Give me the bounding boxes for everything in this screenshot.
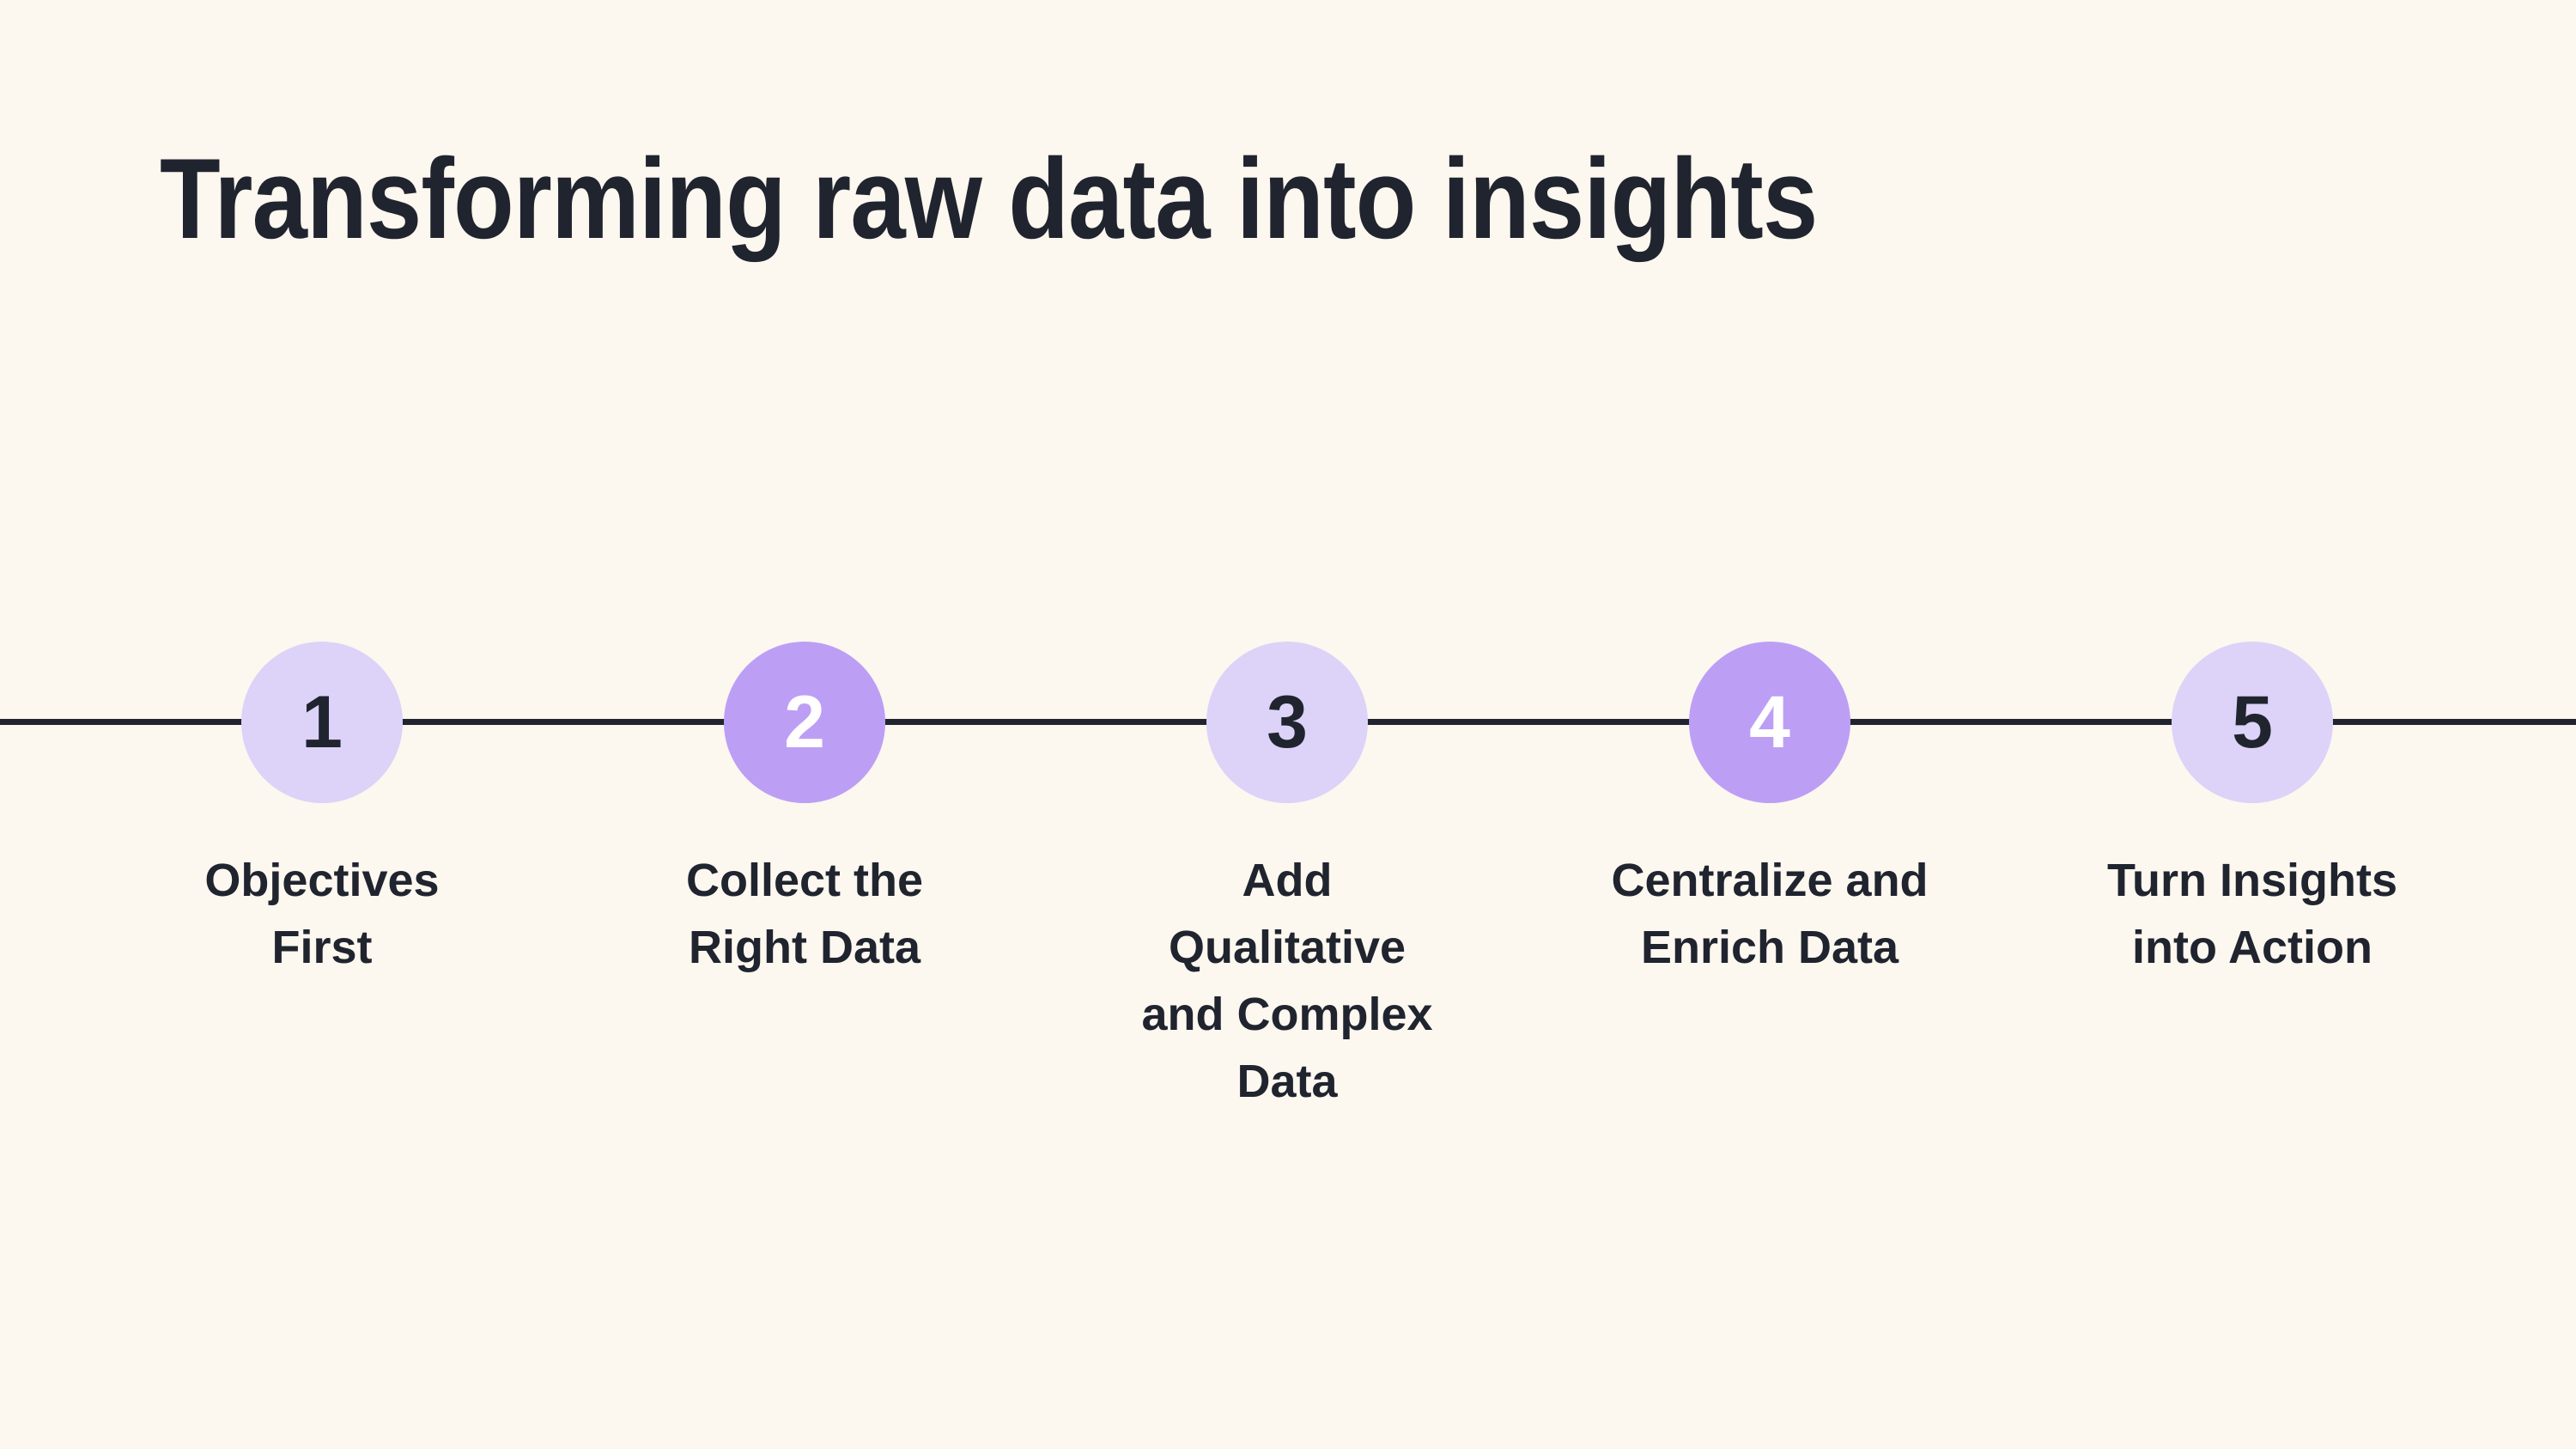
step-number-circle: 3 (1206, 642, 1368, 803)
step-number-circle: 2 (724, 642, 885, 803)
step-number: 2 (784, 681, 825, 764)
timeline-step: 2 Collect the Right Data (607, 642, 1002, 981)
page-title: Transforming raw data into insights (160, 136, 1818, 263)
step-label: Centralize and Enrich Data (1611, 855, 1929, 973)
step-number: 1 (301, 681, 343, 764)
timeline-step: 4 Centralize and Enrich Data (1572, 642, 1967, 981)
timeline-step: 3 Add Qualitative and Complex Data (1090, 642, 1485, 1115)
step-number-circle: 1 (241, 642, 403, 803)
step-label: Turn Insights into Action (2107, 855, 2397, 973)
timeline-step: 5 Turn Insights into Action (2055, 642, 2450, 981)
step-number: 5 (2232, 681, 2273, 764)
step-label: Objectives First (204, 855, 440, 973)
step-number-circle: 4 (1689, 642, 1850, 803)
step-label: Add Qualitative and Complex Data (1141, 855, 1433, 1107)
step-label: Collect the Right Data (685, 855, 924, 973)
step-number: 3 (1267, 681, 1308, 764)
timeline-step: 1 Objectives First (125, 642, 519, 981)
step-number: 4 (1749, 681, 1790, 764)
step-number-circle: 5 (2172, 642, 2333, 803)
